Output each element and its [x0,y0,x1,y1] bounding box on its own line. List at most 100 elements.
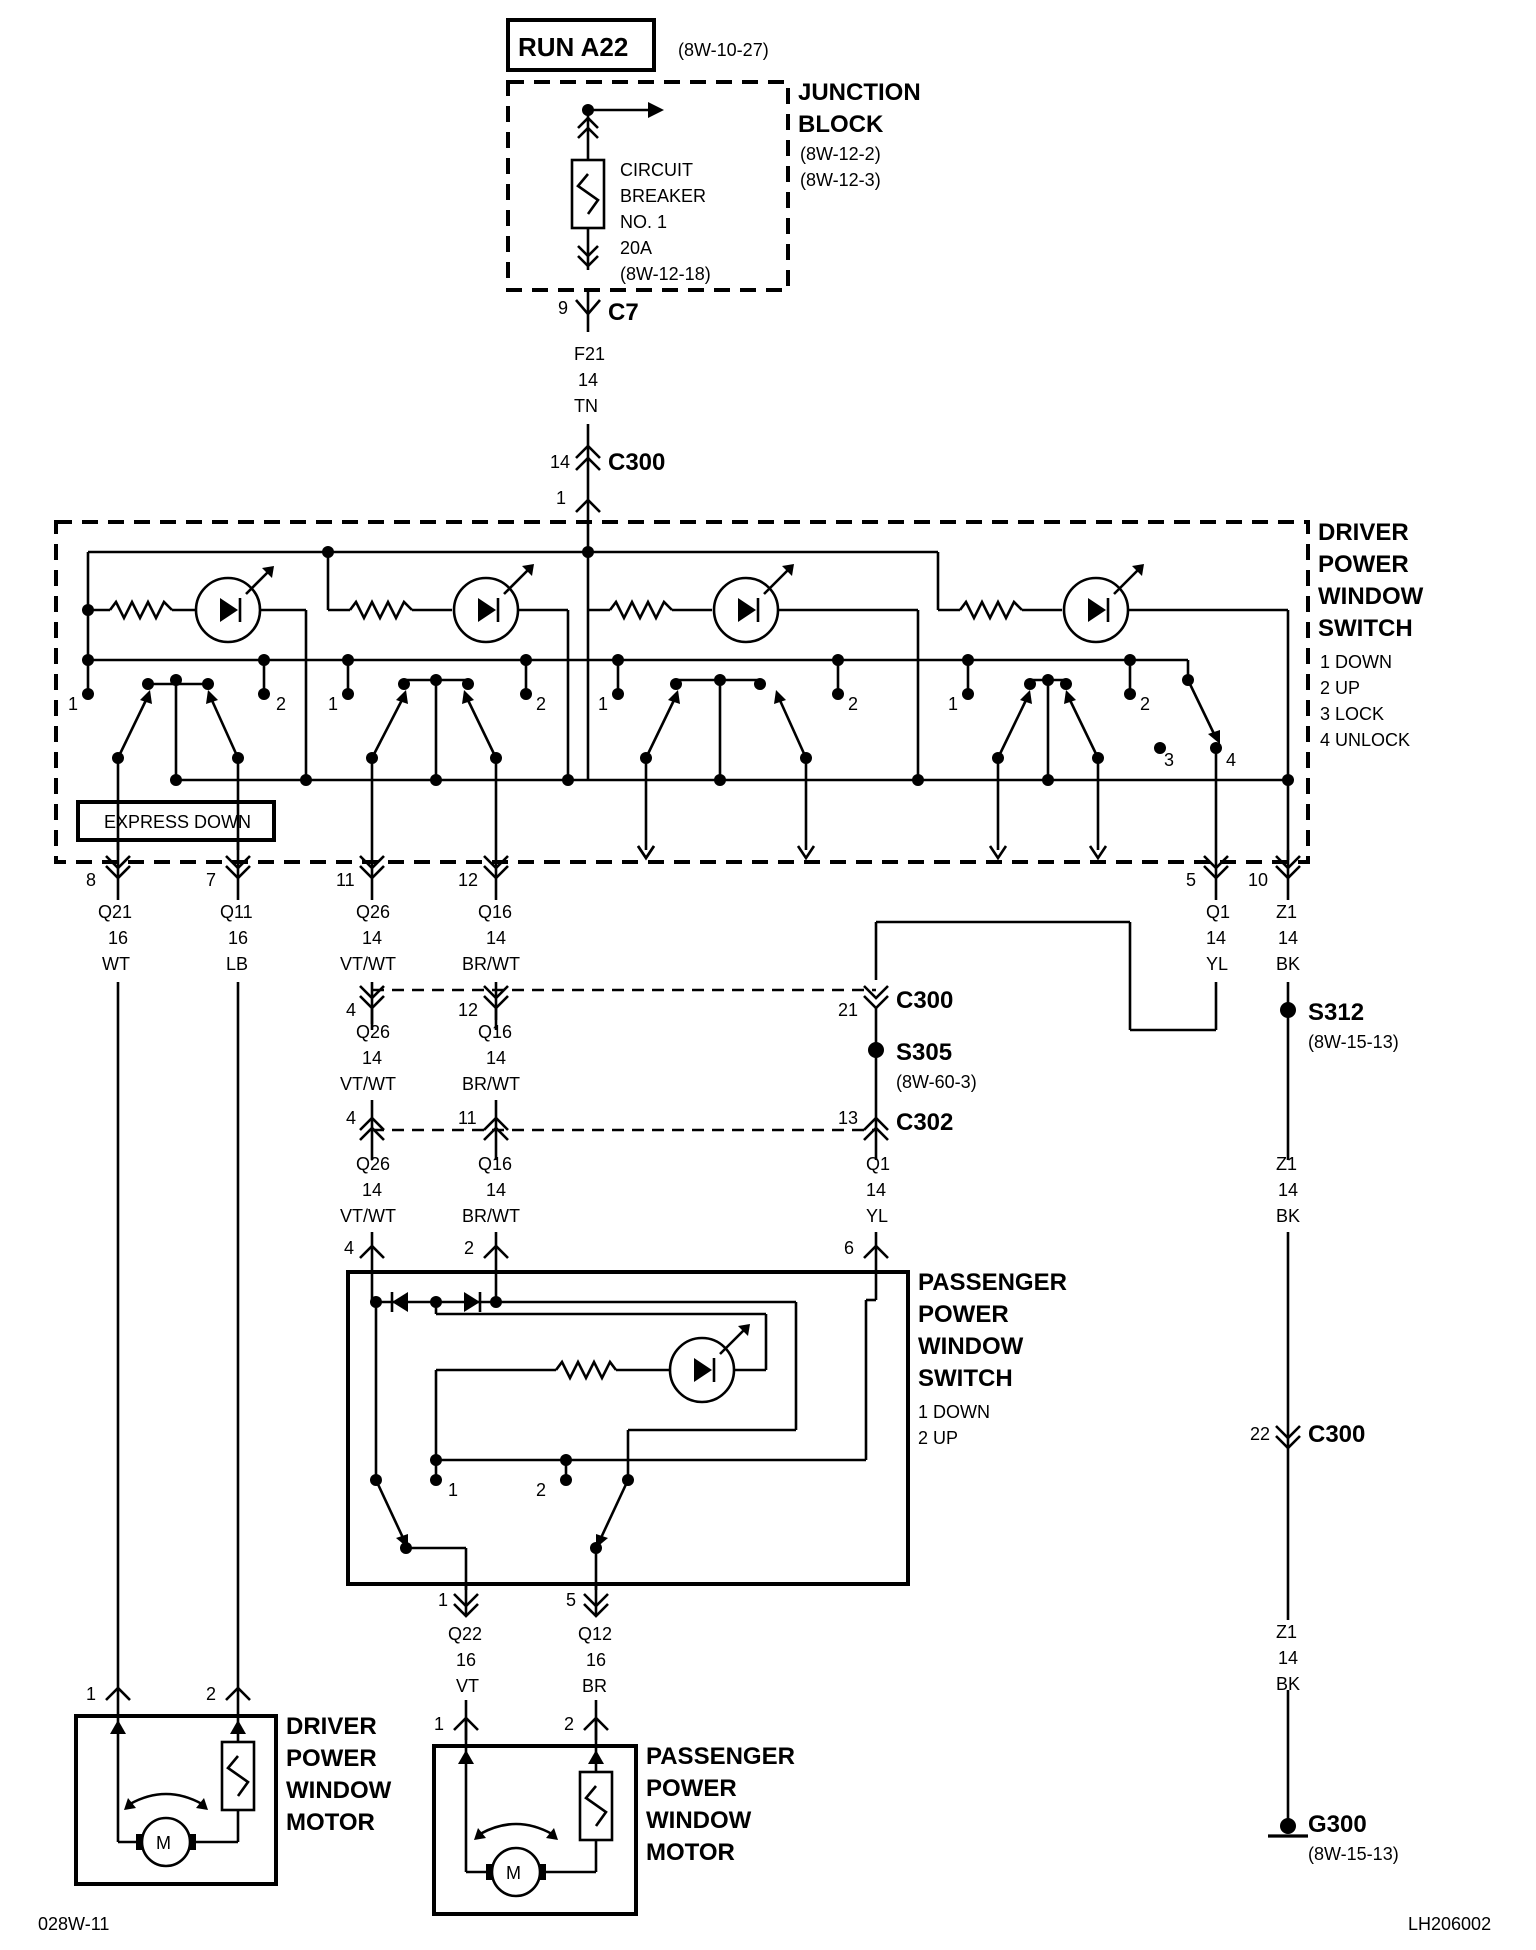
q22-gauge: 16 [456,1650,476,1670]
c302-connector [359,1100,889,1160]
q21-color: WT [102,954,130,974]
q1-low-gauge: 14 [866,1180,886,1200]
run-a22-box [506,18,656,72]
c302-pin-q1: 13 [838,1108,858,1128]
q26-mid-color: VT/WT [340,1074,396,1094]
q22-color: VT [456,1676,479,1696]
c300-mid-pin-q26: 4 [346,1000,356,1020]
c7-connector [575,290,601,332]
junction-block-ref-1: (8W-12-2) [800,144,881,164]
passenger-switch-top-pins [359,1232,889,1272]
pin-8: 8 [86,870,96,890]
c302-name: C302 [896,1109,953,1136]
passenger-switch-outline [346,1270,910,1586]
wire-runs [116,920,1290,1690]
pass-motor-title-4: MOTOR [646,1839,735,1866]
pin-5: 5 [1186,870,1196,890]
circuit-breaker-symbol [570,102,664,270]
passenger-switch-bottom-pins [453,1584,609,1740]
q21-gauge: 16 [108,928,128,948]
driver-pos-2a: 2 [276,694,286,714]
driver-legend-4: 4 UNLOCK [1320,730,1410,750]
driver-pos-3: 3 [1164,750,1174,770]
breaker-label-3: NO. 1 [620,212,667,232]
c300-mid-connector [359,985,889,1050]
q21-circuit: Q21 [98,902,132,922]
junction-block-title-2: BLOCK [798,111,884,138]
driver-pos-2b: 2 [536,694,546,714]
z1-ground-circuit-1: Z1 [1276,1154,1297,1174]
pass-switch-title-3: WINDOW [918,1333,1024,1360]
q26-low-gauge: 14 [362,1180,382,1200]
pass-bottom-pin-5: 5 [566,1590,576,1610]
driver-output-pins [105,840,1301,900]
passenger-motor-symbol [458,1720,614,1898]
q16-gauge: 14 [486,928,506,948]
driver-motor-title-3: WINDOW [286,1777,392,1804]
driver-legend-3: 3 LOCK [1320,704,1384,724]
pass-legend-2: 2 UP [918,1428,958,1448]
passenger-motor-pins [453,1716,609,1731]
driver-motor-pin-2: 2 [206,1684,216,1704]
pass-motor-pin-2: 2 [564,1714,574,1734]
s312-splice [1280,1002,1296,1018]
q11-color: LB [226,954,248,974]
q12-gauge: 16 [586,1650,606,1670]
breaker-label-2: BREAKER [620,186,706,206]
c300-ground-pin: 22 [1250,1424,1270,1444]
q26-mid-circuit: Q26 [356,1022,390,1042]
driver-motor-pins [105,1686,251,1701]
driver-pos-1c: 1 [598,694,608,714]
f21-gauge: 14 [578,370,598,390]
driver-motor-title-4: MOTOR [286,1809,375,1836]
q1-gauge: 14 [1206,928,1226,948]
pin-12: 12 [458,870,478,890]
z1-ground-circuit-2: Z1 [1276,1622,1297,1642]
pass-motor-pin-1: 1 [434,1714,444,1734]
run-a22-ref: (8W-10-27) [678,40,769,60]
passenger-switch-internal-circuit [370,1272,878,1590]
q22-circuit: Q22 [448,1624,482,1644]
pass-switch-title-1: PASSENGER [918,1269,1067,1296]
q1-low-color: YL [866,1206,888,1226]
driver-legend-2: 2 UP [1320,678,1360,698]
driver-pos-1d: 1 [948,694,958,714]
express-down-box [76,800,276,842]
driver-pos-1a: 1 [68,694,78,714]
driver-switch-internal-circuit [82,546,1294,861]
z1-circuit: Z1 [1276,902,1297,922]
q16-low-circuit: Q16 [478,1154,512,1174]
breaker-label-5: (8W-12-18) [620,264,711,284]
footer-left-code: 028W-11 [38,1914,109,1934]
s312-ref: (8W-15-13) [1308,1032,1399,1052]
q26-low-circuit: Q26 [356,1154,390,1174]
pass-top-pin-6: 6 [844,1238,854,1258]
q12-color: BR [582,1676,607,1696]
pass-pos-2: 2 [536,1480,546,1500]
q1-circuit: Q1 [1206,902,1230,922]
z1-gauge: 14 [1278,928,1298,948]
q26-gauge: 14 [362,928,382,948]
pin-11: 11 [336,870,355,890]
driver-pos-1b: 1 [328,694,338,714]
q16-low-color: BR/WT [462,1206,520,1226]
q16-low-gauge: 14 [486,1180,506,1200]
q12-circuit: Q12 [578,1624,612,1644]
passenger-motor-outline [432,1744,638,1916]
g300-ref: (8W-15-13) [1308,1844,1399,1864]
c7-name: C7 [608,299,639,326]
c300-mid-name: C300 [896,987,953,1014]
pass-motor-m: M [506,1863,521,1883]
z1-ground-color-2: BK [1276,1674,1300,1694]
q26-mid-gauge: 14 [362,1048,382,1068]
c300-top-name: C300 [608,449,665,476]
driver-switch-title-2: POWER [1318,551,1409,578]
driver-motor-outline [74,1714,278,1886]
c300-mid-pin-q16: 12 [458,1000,478,1020]
q11-gauge: 16 [228,928,248,948]
z1-ground-gauge-2: 14 [1278,1648,1298,1668]
pass-top-pin-4: 4 [344,1238,354,1258]
driver-motor-title-1: DRIVER [286,1713,377,1740]
c300-ground-name: C300 [1308,1421,1365,1448]
